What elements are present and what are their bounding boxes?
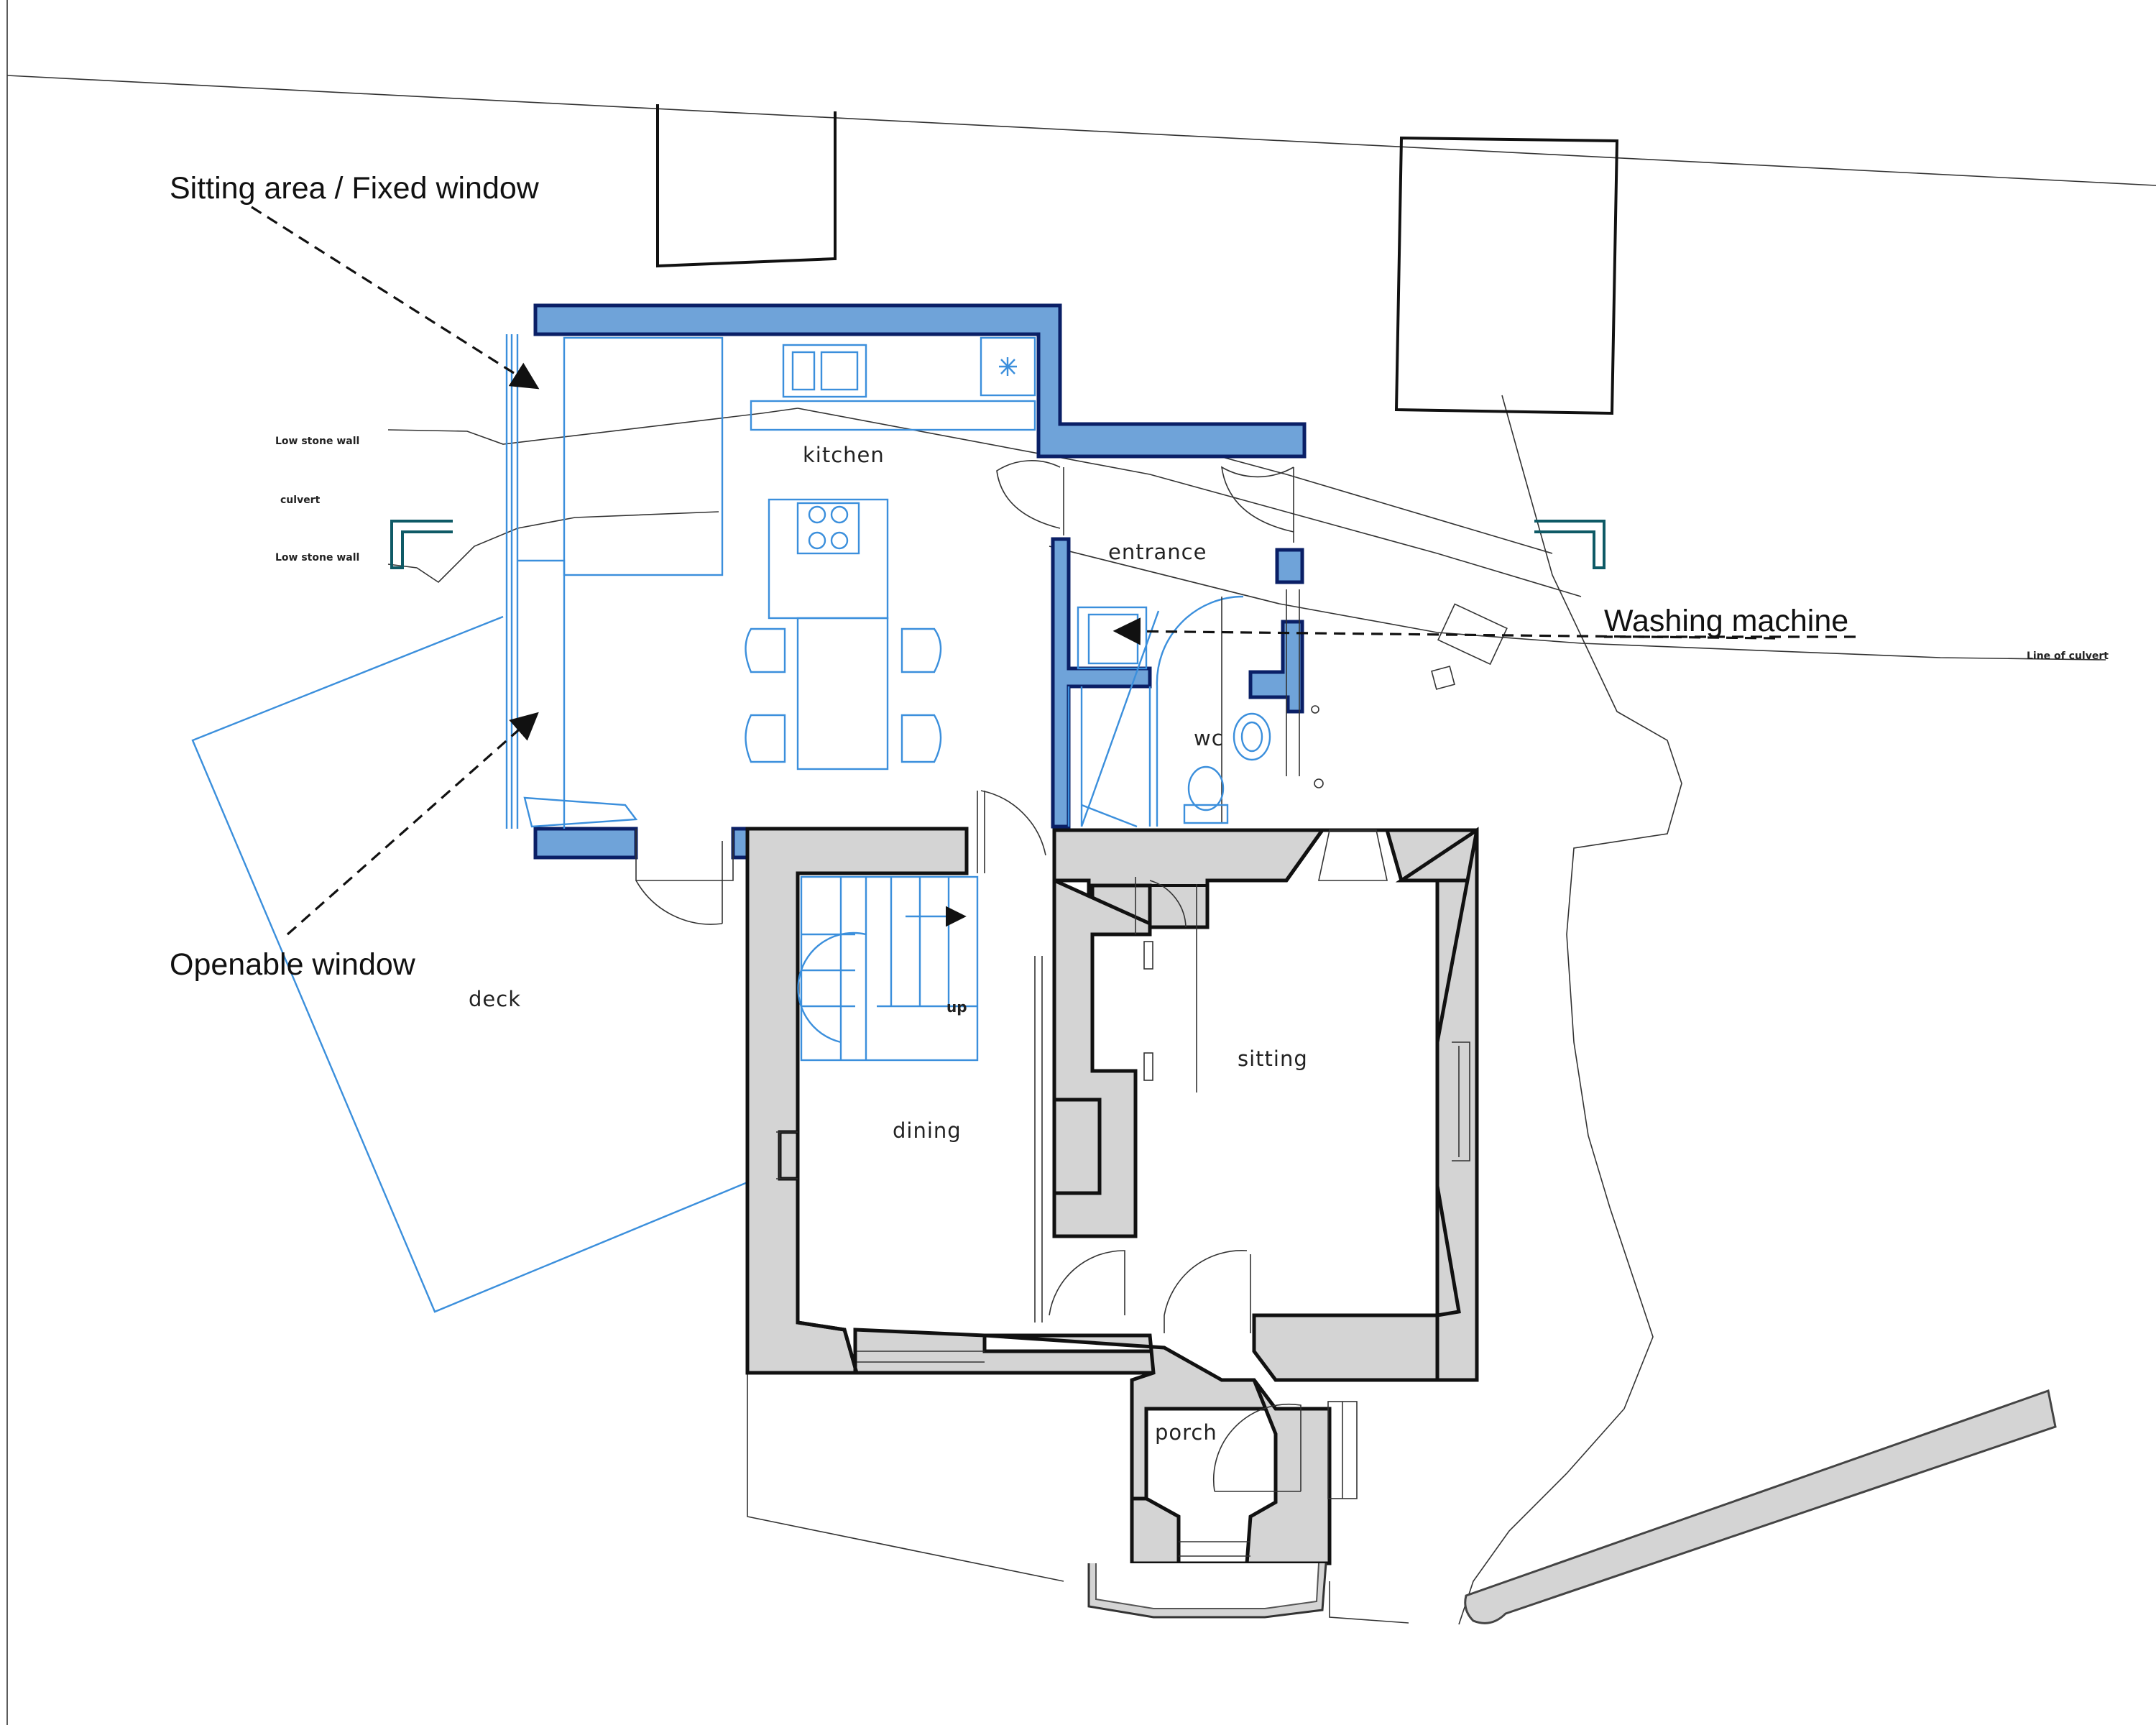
dining-window-bottom	[857, 1351, 985, 1363]
site-boundary	[6, 0, 2156, 1725]
sitting-label: sitting	[1238, 1046, 1308, 1071]
porch-door	[1212, 1401, 1358, 1499]
porch-label: porch	[1155, 1420, 1217, 1445]
glazing-wall	[505, 334, 638, 829]
stair-up-label: up	[946, 998, 967, 1016]
low-stone-wall-bottom-label: Low stone wall	[275, 552, 359, 564]
kitchen-door-to-deck	[635, 829, 734, 925]
callout-washing-machine: Washing machine	[1112, 604, 1856, 645]
dining-window-left	[776, 1131, 798, 1179]
dining-label: dining	[893, 1118, 962, 1143]
sitting-door-to-hall	[1049, 1250, 1251, 1333]
deck-label: deck	[469, 987, 521, 1011]
dining-door-to-kitchen	[977, 790, 1046, 873]
washing-machine-outdoor	[1431, 603, 1508, 690]
callout-openable-window: Openable window	[170, 712, 539, 982]
existing-walls	[745, 827, 1479, 1565]
low-stone-wall-top: Low stone wall	[275, 408, 798, 447]
callout-washing-machine-text: Washing machine	[1604, 604, 1848, 638]
existing-wall-outlines	[745, 827, 1479, 1565]
sitting-internal	[1135, 877, 1197, 1092]
low-stone-wall-top-label: Low stone wall	[275, 436, 359, 447]
outbuilding-left	[656, 104, 837, 268]
porch-window-bottom	[1179, 1541, 1250, 1557]
wc-label: wc	[1194, 726, 1224, 750]
driveway-wall	[1464, 1389, 2057, 1624]
culvert-label: culvert	[280, 494, 321, 506]
culvert-headwall-right	[1534, 520, 1606, 569]
sitting-window-right	[1452, 1041, 1470, 1162]
kitchen-label: kitchen	[803, 443, 885, 467]
callout-sitting-area-text: Sitting area / Fixed window	[170, 171, 540, 206]
line-of-culvert-label: Line of culvert	[2027, 650, 2109, 662]
culvert-headwall-left	[390, 520, 453, 569]
callout-openable-window-text: Openable window	[170, 947, 416, 982]
sitting-window-top	[1318, 829, 1388, 881]
kitchen-fixtures	[563, 336, 1036, 770]
callout-sitting-area: Sitting area / Fixed window	[170, 171, 540, 390]
extension-walls	[533, 303, 1307, 860]
dining-stair: up	[797, 875, 979, 1062]
front-step	[1087, 1563, 1327, 1619]
entrance-fixtures	[996, 460, 1324, 828]
dining-wall-line	[1034, 956, 1043, 1322]
culvert-line: Line of culvert	[797, 408, 2109, 662]
outbuilding-right	[1394, 136, 1619, 415]
entrance-label: entrance	[1108, 540, 1207, 564]
deck: deck	[191, 615, 748, 1313]
low-stone-wall-bottom: Low stone wall	[275, 511, 719, 584]
